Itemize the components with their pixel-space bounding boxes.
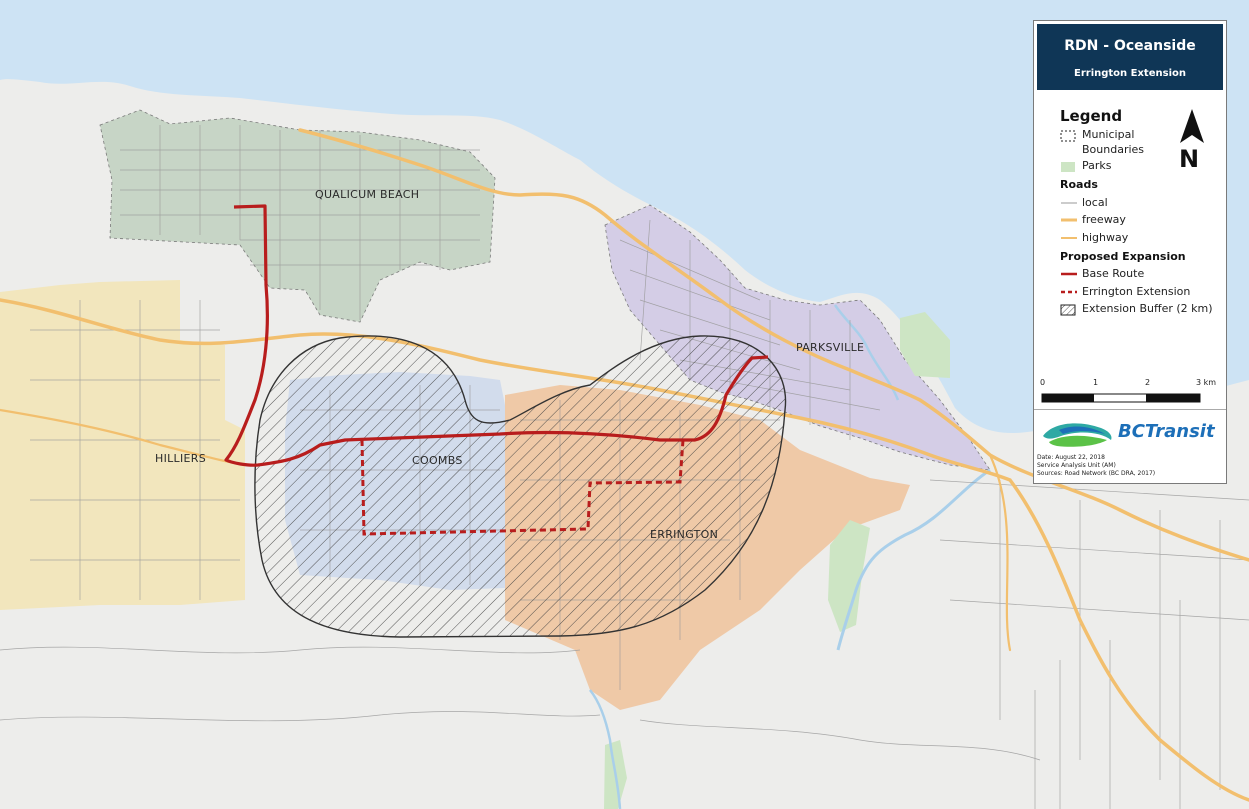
boundary-symbol-icon <box>1060 130 1076 142</box>
note-unit: Service Analysis Unit (AM) <box>1037 462 1116 469</box>
legend-panel: RDN - Oceanside Errington Extension Lege… <box>1033 20 1227 484</box>
parks-symbol-icon <box>1061 162 1075 172</box>
bctransit-logo-text: BCTransit <box>1118 421 1215 442</box>
legend-boundaries-label-2: Boundaries <box>1082 143 1145 156</box>
note-sources: Sources: Road Network (BC DRA, 2017) <box>1037 470 1156 477</box>
freeway-symbol-icon <box>1061 218 1077 222</box>
local-road-symbol-icon <box>1061 202 1077 204</box>
legend-expansion-heading: Proposed Expansion <box>1060 250 1186 263</box>
strait-water <box>0 0 1249 434</box>
extension-route-symbol-icon <box>1061 290 1077 294</box>
base-route-symbol-icon <box>1061 272 1077 276</box>
hilliers-area <box>0 280 245 610</box>
river <box>833 304 900 401</box>
map-title: RDN - Oceanside <box>1064 38 1196 54</box>
errington-extension-route <box>360 439 685 536</box>
buffer-symbol-icon <box>1060 304 1076 316</box>
legend-local-label: local <box>1082 196 1108 209</box>
scale-label-0: 0 <box>1040 378 1046 387</box>
highway-symbol-icon <box>1061 237 1077 239</box>
divider <box>1034 409 1226 410</box>
qualicum-beach-area <box>99 109 496 323</box>
bctransit-logo-icon <box>1043 423 1112 447</box>
local-roads <box>0 125 1249 809</box>
map-subtitle: Errington Extension <box>1074 68 1186 79</box>
legend-buffer-label: Extension Buffer (2 km) <box>1082 302 1213 315</box>
north-label: N <box>1179 145 1200 173</box>
north-arrow-icon <box>1180 109 1204 143</box>
base-route <box>224 204 769 467</box>
legend-roads-heading: Roads <box>1060 178 1098 191</box>
legend-freeway-label: freeway <box>1082 213 1126 226</box>
note-date: Date: August 22, 2018 <box>1037 454 1105 461</box>
label-qualicum-beach: QUALICUM BEACH <box>315 188 419 201</box>
legend-parks-label: Parks <box>1082 159 1112 172</box>
legend-extension-label: Errington Extension <box>1082 285 1191 298</box>
scale-label-3: 3 km <box>1196 378 1217 387</box>
scale-label-2: 2 <box>1145 378 1151 387</box>
legend-heading: Legend <box>1060 107 1123 125</box>
label-errington: ERRINGTON <box>650 528 718 541</box>
scale-bar <box>1041 393 1201 403</box>
parks-area <box>900 312 950 378</box>
river <box>589 689 622 809</box>
legend-boundaries-label: Municipal <box>1082 128 1135 141</box>
highway-east <box>988 453 1012 652</box>
label-coombs: COOMBS <box>412 454 463 467</box>
label-hilliers: HILLIERS <box>155 452 206 465</box>
highway-hilliers <box>0 408 237 465</box>
scale-label-1: 1 <box>1093 378 1099 387</box>
title-box: RDN - Oceanside Errington Extension <box>1037 24 1223 90</box>
extension-buffer <box>254 335 787 638</box>
legend-highway-label: highway <box>1082 231 1129 244</box>
label-parksville: PARKSVILLE <box>796 341 864 354</box>
parks-area <box>828 520 870 632</box>
freeway-coastal <box>298 128 1249 562</box>
river <box>836 468 991 651</box>
legend-base-route-label: Base Route <box>1082 267 1145 280</box>
